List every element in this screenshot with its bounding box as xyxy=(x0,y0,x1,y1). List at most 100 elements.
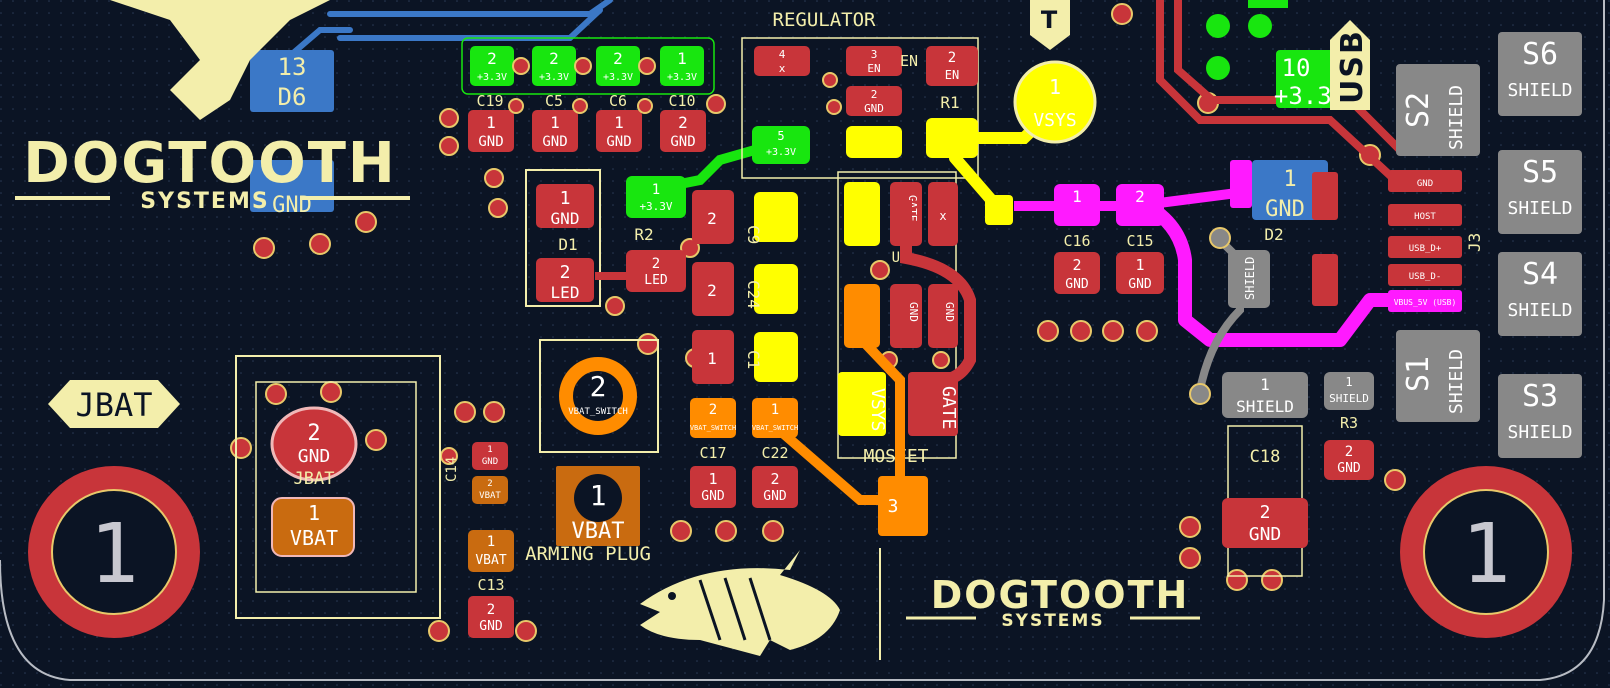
pin-host[interactable]: HOST xyxy=(1414,212,1436,222)
pad-u-gnd-2[interactable] xyxy=(928,284,958,348)
pad-c9-gnd[interactable]: 2 xyxy=(707,209,717,228)
svg-text:2: 2 xyxy=(487,49,497,68)
pad-vsys-diode[interactable] xyxy=(985,195,1013,225)
mounting-hole-right-label: 1 xyxy=(1461,507,1510,602)
pad-c17-gnd-label: GND xyxy=(701,489,725,504)
pad-c16-vbus[interactable] xyxy=(1054,184,1100,226)
pad-d1-gnd[interactable] xyxy=(536,184,594,228)
shield-pad-s1-label: SHIELD xyxy=(1446,349,1467,414)
pad-c16-gnd-num: 2 xyxy=(1072,256,1081,274)
pin-usb-dm[interactable]: USB_D- xyxy=(1409,272,1442,282)
pad-c10-3v3[interactable]: 1 +3.3V xyxy=(660,46,704,86)
via xyxy=(574,57,592,75)
pad-c15-vbus[interactable] xyxy=(1116,184,1164,226)
pad-r2-led[interactable] xyxy=(626,250,686,292)
pad-d2-vbus[interactable] xyxy=(1230,160,1252,208)
pad-d2-dm[interactable] xyxy=(1312,254,1338,306)
shield-pad-s5-ref: S5 xyxy=(1522,155,1558,190)
pad-mosfet-gate[interactable] xyxy=(908,372,958,436)
svg-text:GND: GND xyxy=(670,134,695,150)
pad-u-gnd-1-label: GND xyxy=(907,302,920,322)
pad-d6[interactable] xyxy=(250,50,334,112)
pad-r1-vsys[interactable] xyxy=(926,118,978,158)
ref-c1: C1 xyxy=(744,350,763,369)
pad-arming-vbat-label: VBAT xyxy=(572,519,625,544)
pad-u-x[interactable] xyxy=(928,182,958,246)
pad-u-vsys[interactable] xyxy=(844,182,880,246)
shield-pad-s4[interactable] xyxy=(1498,252,1582,336)
svg-text:1: 1 xyxy=(614,113,624,132)
pad-c17-vbat[interactable] xyxy=(690,398,736,438)
shield-pad-s4-ref: S4 xyxy=(1522,257,1558,292)
pad-c1-gnd[interactable]: 1 xyxy=(707,349,717,368)
pad-reg-gnd[interactable] xyxy=(846,86,902,116)
via xyxy=(515,620,537,642)
pin-usb-dp[interactable]: USB_D+ xyxy=(1409,244,1442,254)
shield-pad-s1[interactable] xyxy=(1396,330,1480,422)
shield-pad-s2[interactable] xyxy=(1396,64,1480,156)
via xyxy=(439,136,459,156)
pad-c19-3v3[interactable]: 2 +3.3V xyxy=(470,46,514,86)
pad-d1-led[interactable] xyxy=(536,258,594,302)
pad-c6-3v3[interactable]: 2 +3.3V xyxy=(596,46,640,86)
pad-r3-shield[interactable] xyxy=(1324,372,1374,410)
arming-plug-outline xyxy=(539,339,659,453)
pad-reg-en-label: EN xyxy=(867,62,880,75)
pad-u-vbat-switch[interactable] xyxy=(844,284,880,348)
pad-reg-en[interactable] xyxy=(846,46,902,76)
testpoint-vsys[interactable] xyxy=(1013,60,1097,144)
pad-jbat-vbat-label: VBAT xyxy=(290,526,338,550)
pad-c14-gnd[interactable] xyxy=(472,442,508,470)
pad-d2-shield[interactable] xyxy=(1228,250,1270,308)
via xyxy=(512,57,530,75)
pad-r2-3v3-label: +3.3V xyxy=(639,200,672,213)
pad-jbat-gnd[interactable] xyxy=(270,406,358,482)
pad-jbat-vbat[interactable] xyxy=(271,497,355,557)
shield-pad-s5[interactable] xyxy=(1498,150,1582,234)
pad-r2-3v3[interactable] xyxy=(626,176,686,218)
pin-gnd[interactable]: GND xyxy=(1417,179,1433,189)
pin-vbus[interactable]: VBUS_5V (USB) xyxy=(1394,298,1457,307)
pad-d2-dp[interactable] xyxy=(1312,172,1338,220)
pad-c14-vbat[interactable] xyxy=(472,476,508,504)
svg-text:+3.3V: +3.3V xyxy=(539,72,569,83)
pad-arming-vbat-switch[interactable] xyxy=(559,357,637,435)
pad-mosfet-vsys[interactable] xyxy=(838,372,886,436)
mounting-hole-right[interactable] xyxy=(1400,466,1572,638)
via xyxy=(355,211,377,233)
pad-r3-gnd[interactable] xyxy=(1324,440,1374,480)
pad-d1-led-label: LED xyxy=(551,283,580,302)
pad-c24-gnd[interactable]: 2 xyxy=(707,281,717,300)
pad-c18-shield[interactable] xyxy=(1222,372,1308,418)
pad-c17-gnd[interactable] xyxy=(690,466,736,508)
pad-r1-en[interactable] xyxy=(926,46,978,86)
pad-c16-gnd[interactable] xyxy=(1054,252,1100,294)
svg-text:2: 2 xyxy=(678,113,688,132)
pad-c13-gnd[interactable] xyxy=(468,596,514,638)
pad-u-gnd-1[interactable] xyxy=(890,284,922,348)
shield-pad-s6[interactable] xyxy=(1498,32,1582,116)
pad-c15-gnd[interactable] xyxy=(1116,252,1164,294)
ref-c19: C19 xyxy=(476,92,503,110)
green-via-group xyxy=(1206,0,1288,80)
mounting-hole-left[interactable] xyxy=(28,466,200,638)
pad-c18-gnd[interactable] xyxy=(1222,498,1308,548)
shield-pad-s3[interactable] xyxy=(1498,374,1582,458)
pad-d2-gnd[interactable] xyxy=(1252,160,1328,220)
pad-r2-led-label: LED xyxy=(644,273,668,288)
pad-c22-gnd[interactable] xyxy=(752,466,798,508)
pad-d2-shield-label: SHIELD xyxy=(1243,257,1257,300)
pad-c22-vbat[interactable] xyxy=(752,398,798,438)
pad-c13-vbat[interactable] xyxy=(468,530,514,572)
pad-reg-x[interactable] xyxy=(754,46,810,76)
pad-reg-vsys[interactable] xyxy=(846,126,902,158)
pad-reg-3v3[interactable] xyxy=(752,126,810,164)
via xyxy=(1206,14,1230,38)
pad-mosfet-vbat-switch[interactable] xyxy=(878,476,928,536)
pad-c5-3v3[interactable]: 2 +3.3V xyxy=(532,46,576,86)
